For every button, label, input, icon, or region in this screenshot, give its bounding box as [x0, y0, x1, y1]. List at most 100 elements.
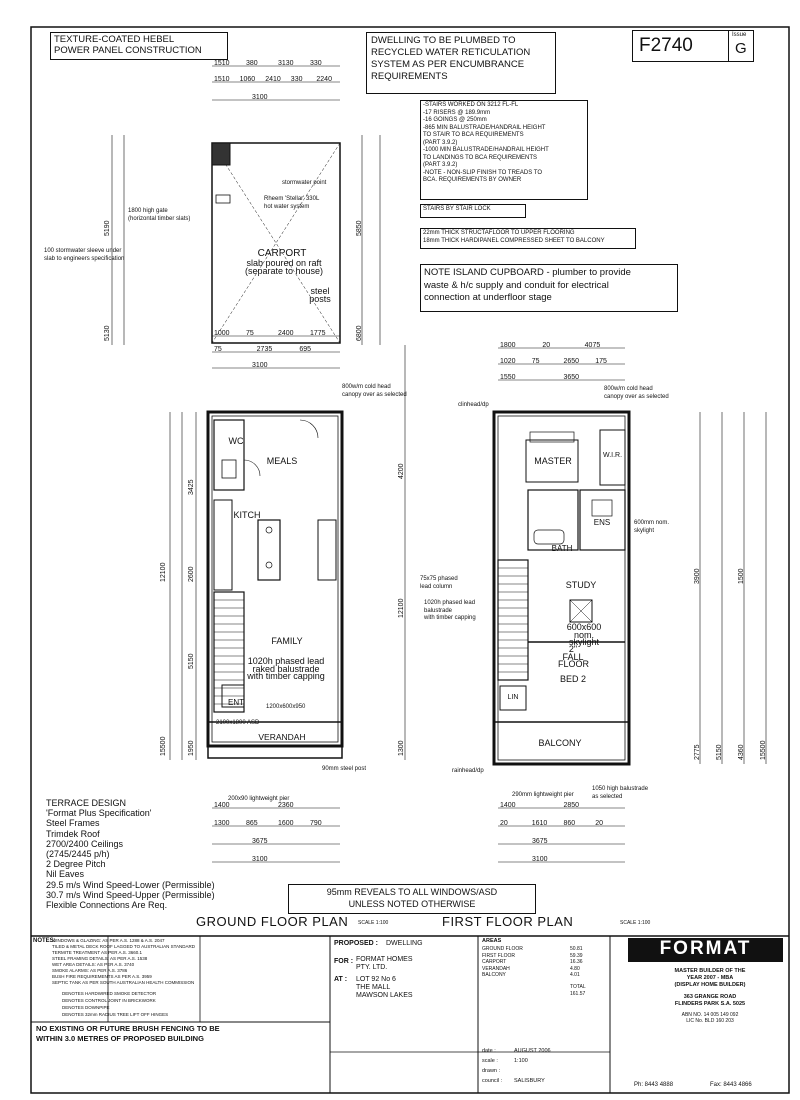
hot-water-note: Rheem 'Stellar' 330L hot water system: [264, 196, 320, 210]
stormwater-point-note: stormwater point: [282, 180, 327, 186]
ground-top-dimension: 2240: [316, 76, 332, 83]
date-value: AUGUST 2006: [514, 1048, 551, 1054]
ground-top-dimension: 1060: [239, 76, 256, 83]
island-cupboard-note: NOTE ISLAND CUPBOARD - plumber to provid…: [420, 264, 678, 312]
ground-left-dimension: 12100: [160, 562, 167, 582]
council-label: council :: [482, 1078, 503, 1084]
pantry: [317, 519, 337, 581]
bath-label: BATH: [551, 544, 573, 553]
kitchen-label: KITCH: [233, 510, 261, 520]
at-label: AT :: [334, 976, 348, 983]
ground-right-dimension: 12100: [398, 598, 405, 618]
verandah-label: VERANDAH: [258, 732, 306, 742]
ensuite: [579, 489, 626, 551]
ground-top-dimension: 1510: [214, 76, 230, 83]
ground-top-dimension: 2410: [265, 76, 281, 83]
scale-value: 1:100: [514, 1058, 528, 1064]
ground-top-dimension: 1510: [214, 60, 230, 67]
ground-bottom-dimension: 790: [310, 820, 322, 827]
first-right-dimension: 15500: [760, 740, 767, 760]
first-balustrade-note: 1020h phased lead balustrade with timber…: [424, 600, 476, 621]
ground-mid-dimension: 2400: [278, 330, 294, 337]
master-bed: [525, 439, 579, 483]
first-bottom-dimension: 3100: [532, 856, 548, 863]
ground-top-dimension: 330: [290, 76, 303, 83]
ground-right-dimension: 4200: [398, 463, 405, 480]
company-logo: FORMAT: [628, 938, 783, 962]
first-bottom-dimension: 1400: [500, 802, 516, 809]
carport-slab-note: slab poured on raft (separate to house): [244, 258, 324, 276]
ground-bottom-dimension: 1600: [278, 820, 294, 827]
council-value: SALISBURY: [514, 1078, 545, 1084]
balcony-outline: [493, 721, 630, 765]
wc-walls: [213, 419, 245, 491]
first-floor-plan: [492, 347, 767, 863]
first-right-dimension: 4360: [738, 744, 745, 760]
scale-label: scale :: [482, 1058, 498, 1064]
wir: [599, 429, 626, 486]
first-right-dimension: 1500: [738, 568, 745, 584]
for-label: FOR :: [334, 958, 354, 965]
reveals-note: 95mm REVEALS TO ALL WINDOWS/ASD UNLESS N…: [288, 884, 536, 914]
first-right-dimension: 5150: [716, 744, 723, 760]
verandah-post-note: 90mm steel post: [322, 766, 367, 772]
date-label: date :: [482, 1048, 496, 1054]
first-right-dimension: 2775: [694, 744, 701, 760]
bath: [527, 489, 579, 551]
ground-pier-note: 200x90 lightweight pier: [228, 796, 290, 802]
first-top-dimension: 1800: [500, 342, 516, 349]
floor-fall-note: 2" FALL FLOOR: [558, 644, 590, 669]
ground-mid-dimension: 1000: [214, 330, 230, 337]
meals-label: MEALS: [266, 456, 298, 466]
company-subtitle: MASTER BUILDER OF THE YEAR 2007 - MBA (D…: [674, 968, 746, 988]
ground-stairs: [213, 591, 245, 713]
linen: [499, 685, 527, 711]
canopy-note-first: 800w/m cold head canopy over as selected: [604, 386, 669, 400]
steel-posts-note: steel posts: [309, 286, 331, 304]
proposed-label: PROPOSED :: [334, 940, 378, 947]
issue-label: Issue: [732, 32, 747, 38]
balcony-label: BALCONY: [538, 738, 582, 748]
proposed-value: DWELLING: [386, 940, 423, 947]
first-top-dimension: 1550: [500, 374, 516, 381]
ground-right-dimension: 5850: [356, 220, 363, 236]
ground-top-dimension: 380: [246, 60, 258, 67]
first-top-dimension: 1020: [500, 358, 516, 365]
ground-bottom-dimension: 1300: [214, 820, 230, 827]
title-block-grid: [31, 935, 789, 1093]
column-note: 75x75 phased lead column: [420, 576, 458, 590]
ground-left-dimension: 3425: [188, 479, 195, 495]
first-bottom-dimension: 20: [595, 820, 604, 827]
ground-mid-dimension: 695: [299, 346, 312, 353]
notes-label: NOTES:: [33, 938, 56, 944]
first-balustrade-height-note: 1050 high balustrade as selected: [592, 786, 649, 800]
first-top-dimension: 3650: [563, 374, 580, 381]
stairs-note: -STAIRS WORKED ON 3212 FL-FL -17 RISERS …: [420, 100, 588, 200]
family-label: FAMILY: [271, 636, 303, 646]
ground-bottom-dimension: 3675: [252, 838, 268, 845]
ground-mid-dimension: 75: [246, 330, 254, 337]
terrace-design-spec: TERRACE DESIGN 'Format Plus Specificatio…: [46, 798, 215, 911]
master-label: MASTER: [534, 456, 572, 466]
window-skylight-note: 600mm nom. skylight: [634, 520, 670, 534]
rainhead-note: rainhead/dp: [452, 768, 484, 774]
legend: DENOTES HARDWIRED SMOKE DETECTOR DENOTES…: [62, 991, 169, 1017]
first-right-dimension: 3900: [694, 568, 701, 584]
ground-left-dimension: 2600: [188, 566, 195, 582]
ground-top-dimension: 330: [310, 60, 322, 67]
drawing-number-box: F2740: [632, 30, 730, 62]
ground-left-dimension: 15500: [160, 736, 167, 756]
first-top-dimension: 175: [595, 358, 607, 365]
areas-total: TOTAL 161.57: [570, 984, 586, 997]
first-bottom-dimension: 2850: [563, 802, 580, 809]
company-name: FORMAT: [659, 938, 752, 959]
stormwater-sleeve-note: 100 stormwater sleeve under slab to engi…: [44, 248, 125, 262]
carport-label: CARPORT: [257, 248, 307, 259]
gate-note: 1800 high gate (horizontal timber slats): [128, 208, 191, 222]
first-top-dimension: 4075: [584, 342, 601, 349]
ground-mid-dimension: 75: [214, 346, 222, 353]
ground-floor-plan: [111, 65, 406, 863]
issue-letter: G: [735, 40, 747, 57]
